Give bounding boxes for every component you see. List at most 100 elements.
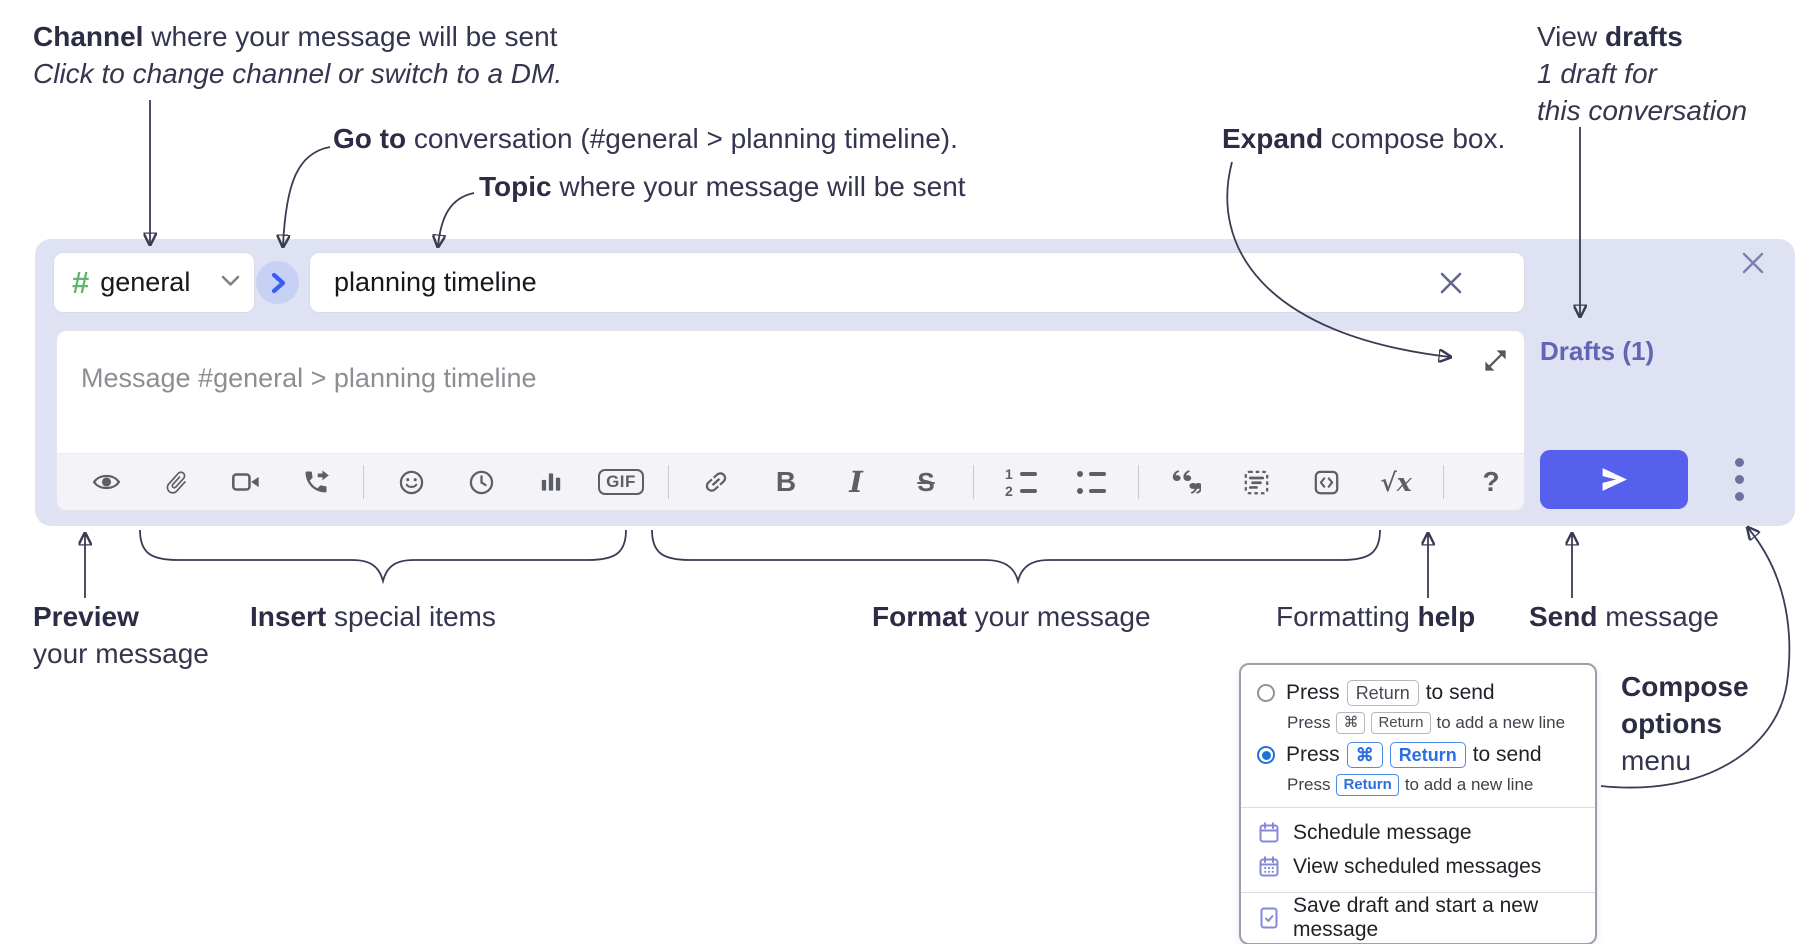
formatting-help-pre: Formatting	[1276, 601, 1418, 632]
channel-annotation-bold: Channel	[33, 21, 144, 52]
inline-code-button[interactable]	[1291, 461, 1361, 503]
calendar-scheduled-icon	[1257, 855, 1281, 879]
formatting-help-button[interactable]: ?	[1456, 461, 1526, 503]
bold-button[interactable]: B	[751, 461, 821, 503]
ordered-list-button[interactable]: 1 2	[986, 461, 1056, 503]
kebab-dot	[1734, 475, 1744, 484]
code-block-button[interactable]	[1221, 461, 1291, 503]
italic-button[interactable]: I	[821, 461, 891, 503]
gif-button[interactable]: GIF	[586, 461, 656, 503]
compose-options-line3: menu	[1621, 745, 1692, 776]
expand-icon	[1484, 349, 1506, 371]
goto-annotation-rest: conversation (#general > planning timeli…	[406, 123, 958, 154]
goto-annotation: Go to conversation (#general > planning …	[333, 120, 958, 157]
eye-icon	[92, 474, 120, 490]
quote-icon	[1172, 470, 1201, 494]
message-input[interactable]	[57, 331, 1524, 401]
goto-arrow	[283, 146, 331, 246]
opt1-sub-press: Press	[1287, 713, 1331, 732]
preview-button[interactable]	[71, 461, 141, 503]
radio-unselected-icon[interactable]	[1257, 684, 1275, 702]
format-annotation-rest: your message	[966, 601, 1151, 632]
return-key-chip: Return	[1336, 774, 1399, 796]
menu-item-label: View scheduled messages	[1293, 855, 1542, 878]
menu-item-schedule-message[interactable]: Schedule message	[1241, 816, 1595, 850]
insert-annotation: Insert special items	[250, 598, 496, 635]
toolbar-divider	[1443, 465, 1444, 499]
menu-item-save-draft[interactable]: Save draft and start a new message	[1241, 894, 1595, 941]
close-icon	[1742, 252, 1764, 274]
message-box: GIF B I S 1 2	[56, 330, 1525, 511]
compose-panel: # general	[35, 239, 1795, 526]
close-icon	[1440, 272, 1462, 294]
opt2-sub-press: Press	[1287, 775, 1331, 794]
toolbar-divider	[973, 465, 974, 499]
menu-option-cmd-return-to-send[interactable]: Press ⌘ Return to send	[1241, 737, 1595, 773]
opt2-press: Press	[1286, 743, 1340, 766]
clock-icon	[469, 470, 493, 494]
topic-annotation: Topic where your message will be sent	[479, 168, 966, 205]
expand-annotation-bold: Expand	[1222, 123, 1324, 154]
topic-annotation-bold: Topic	[479, 171, 552, 202]
strikethrough-button[interactable]: S	[891, 461, 961, 503]
drafts-link[interactable]: Drafts (1)	[1540, 336, 1655, 366]
expand-annotation-rest: compose box.	[1323, 123, 1506, 154]
opt1-press: Press	[1286, 681, 1340, 704]
menu-item-label: Schedule message	[1293, 821, 1472, 844]
toolbar-divider	[668, 465, 669, 499]
menu-option2-subtext: Press Return to add a new line	[1287, 773, 1595, 799]
recent-clock-button[interactable]	[446, 461, 516, 503]
return-key-chip: Return	[1346, 680, 1419, 706]
view-drafts-line3: this conversation	[1537, 95, 1748, 126]
send-button[interactable]	[1540, 450, 1688, 509]
close-compose-button[interactable]	[1735, 245, 1771, 281]
channel-annotation-rest: where your message will be sent	[143, 21, 558, 52]
kebab-dot	[1734, 492, 1744, 501]
topic-annotation-rest: where your message will be sent	[551, 171, 966, 202]
channel-annotation: Channel where your message will be sent …	[33, 18, 562, 92]
bar-chart-icon	[541, 473, 561, 491]
cmd-key-chip: ⌘	[1336, 712, 1366, 734]
bullet-list-icon	[1076, 469, 1106, 496]
send-annotation-rest: message	[1597, 601, 1719, 632]
poll-button[interactable]	[516, 461, 586, 503]
help-label: ?	[1482, 466, 1500, 497]
menu-item-view-scheduled[interactable]: View scheduled messages	[1241, 850, 1595, 884]
video-button[interactable]	[211, 461, 281, 503]
kebab-dot	[1734, 458, 1744, 467]
channel-name: general	[100, 267, 191, 297]
goto-conversation-button[interactable]	[256, 261, 299, 304]
paperclip-icon	[166, 470, 186, 494]
compose-options-line1: Compose	[1621, 671, 1749, 702]
view-drafts-bold: drafts	[1604, 21, 1683, 52]
formula-button[interactable]: √x	[1361, 461, 1431, 503]
topic-input[interactable]	[309, 252, 1525, 313]
radio-selected-icon[interactable]	[1257, 746, 1275, 764]
blockquote-button[interactable]	[1151, 461, 1221, 503]
emoji-button[interactable]	[376, 461, 446, 503]
compose-options-button[interactable]	[1717, 452, 1761, 507]
view-drafts-pre: View	[1537, 21, 1605, 52]
link-button[interactable]	[681, 461, 751, 503]
bullet-list-button[interactable]	[1056, 461, 1126, 503]
send-icon	[1602, 468, 1627, 491]
code-icon	[1314, 470, 1338, 494]
compose-options-line2: options	[1621, 708, 1723, 739]
format-annotation-bold: Format	[872, 601, 967, 632]
menu-option1-subtext: Press ⌘ Return to add a new line	[1287, 711, 1595, 737]
channel-selector[interactable]: # general	[53, 252, 255, 313]
compose-options-menu: Press Return to send Press ⌘ Return to a…	[1239, 663, 1597, 944]
insert-brace	[139, 529, 627, 585]
goto-annotation-bold: Go to	[333, 123, 407, 154]
compose-toolbar: GIF B I S 1 2	[57, 453, 1524, 510]
calendar-icon	[1257, 821, 1281, 845]
audio-call-button[interactable]	[281, 461, 351, 503]
expand-annotation: Expand compose box.	[1222, 120, 1505, 157]
topic-clear-button[interactable]	[1433, 265, 1469, 301]
expand-compose-button[interactable]	[1480, 345, 1510, 375]
menu-option-return-to-send[interactable]: Press Return to send	[1241, 675, 1595, 711]
return-key-chip: Return	[1371, 712, 1431, 734]
link-icon	[705, 472, 727, 492]
send-annotation-bold: Send	[1529, 601, 1598, 632]
attach-button[interactable]	[141, 461, 211, 503]
